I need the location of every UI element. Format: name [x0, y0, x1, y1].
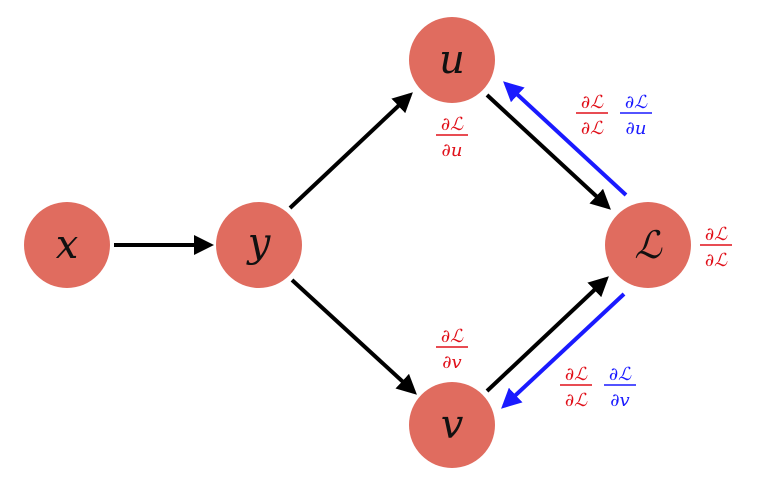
gradient-dL-dv: ∂ℒ ∂v	[436, 326, 468, 373]
upper-pair-second-numerator: ∂ℒ	[625, 92, 648, 113]
gradient-lower-pair: ∂ℒ ∂ℒ ∂ℒ ∂v	[560, 364, 636, 411]
edge-y-to-u	[288, 92, 413, 210]
node-x-label: x	[56, 222, 79, 268]
upper-pair-second-denominator: ∂u	[626, 118, 647, 139]
backward-edge-L-to-v	[501, 292, 626, 409]
node-u-label: u	[439, 37, 465, 83]
gradient-dL-du-numerator: ∂ℒ	[441, 114, 464, 135]
gradient-upper-pair: ∂ℒ ∂ℒ ∂ℒ ∂u	[576, 92, 652, 139]
edge-y-to-v	[290, 278, 417, 395]
upper-pair-first-numerator: ∂ℒ	[581, 92, 604, 113]
gradient-dL-du-denominator: ∂u	[442, 140, 463, 161]
gradient-dL-dv-numerator: ∂ℒ	[441, 326, 464, 347]
edge-u-to-L	[485, 93, 611, 210]
node-v-label: v	[441, 402, 464, 448]
lower-pair-first-numerator: ∂ℒ	[565, 364, 588, 385]
node-loss: ℒ	[605, 202, 691, 288]
backward-edge-L-to-u	[503, 81, 628, 197]
gradient-dL-dL-numerator: ∂ℒ	[705, 224, 728, 245]
gradient-dL-dL-denominator: ∂ℒ	[705, 250, 728, 271]
lower-pair-second-numerator: ∂ℒ	[609, 364, 632, 385]
lower-pair-second-denominator: ∂v	[610, 390, 629, 411]
node-loss-label: ℒ	[634, 223, 663, 267]
edge-v-to-L	[485, 276, 609, 393]
gradient-dL-dv-denominator: ∂v	[442, 352, 461, 373]
node-v: v	[409, 382, 495, 468]
node-y-label: y	[246, 220, 272, 266]
gradient-dL-du: ∂ℒ ∂u	[436, 114, 468, 161]
node-u: u	[409, 17, 495, 103]
lower-pair-first-denominator: ∂ℒ	[565, 390, 588, 411]
upper-pair-first-denominator: ∂ℒ	[581, 118, 604, 139]
gradient-dL-dL: ∂ℒ ∂ℒ	[700, 224, 732, 271]
node-x: x	[24, 202, 110, 288]
node-y: y	[216, 202, 302, 288]
